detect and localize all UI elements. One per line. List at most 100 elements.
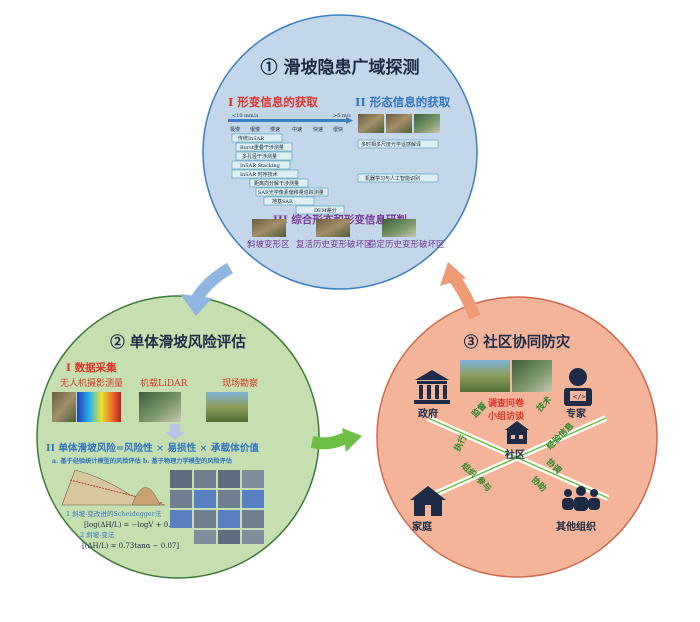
government-icon [414, 370, 450, 404]
method-label: 距离向分解干涉测量 [254, 180, 299, 187]
field-image [206, 392, 248, 422]
example-image [252, 219, 286, 237]
method-label: InSAR 时序技术 [240, 171, 278, 178]
optical-image [358, 114, 384, 133]
node-government: 政府 [418, 407, 438, 420]
source-label-lidar: 机载LiDAR [140, 377, 188, 389]
morph-method-label: 多时相多尺度光学遥感解译 [361, 141, 421, 148]
eq2-label: 2 斜坡-变法 [80, 530, 115, 539]
data-source-images [52, 392, 248, 422]
method-label: InSAR Stacking [240, 163, 281, 169]
expert-icon: </> [564, 368, 592, 406]
method-bar [235, 151, 293, 161]
uav-dem-image [77, 392, 121, 422]
risk-formula: II 单体滑坡风险=风险性 × 易损性 × 承载体价值 [46, 442, 259, 454]
node-family: 家庭 [412, 520, 433, 533]
survey-label-2: 小组访谈 [487, 410, 525, 422]
sim-tile [170, 470, 192, 488]
circle-detection-title: ① 滑坡隐患广域探测 [261, 57, 420, 78]
speed-bar [228, 119, 346, 122]
eq1-label: 1 斜坡-变改进的Scheidegger法 [66, 509, 162, 518]
survey-photo-image [512, 360, 552, 392]
data-collection-title: I 数据采集 [66, 361, 117, 374]
speed-label-5: 快速 [313, 126, 323, 133]
runout-profile: 1 斜坡-变改进的Scheidegger法 [log(ΔH/L) = −logV… [61, 469, 179, 550]
method-bars: 传统InSAR Burst重叠干涉测量 多孔径干涉测量 InSAR Stacki… [231, 133, 345, 215]
lidar-image [139, 392, 181, 422]
eq1: [log(ΔH/L) = −logV + 0.1] [84, 521, 178, 529]
link-expert-home-fg [425, 417, 607, 499]
method-label: 多孔径干涉测量 [242, 153, 277, 160]
morphology-images [358, 114, 440, 133]
morph-method-box [357, 173, 439, 183]
speed-scale: <10 mm/a >5 m/s 极慢 很慢 慢速 中速 快速 很快 [228, 113, 353, 133]
eq2: [(ΔH/L) = 0.73tanα − 0.07] [82, 542, 179, 550]
home-icon [410, 486, 446, 516]
speed-label-4: 中速 [292, 126, 302, 133]
organizations-icon [562, 486, 600, 511]
uav-image [52, 392, 76, 422]
method-bar [263, 196, 315, 206]
speed-label-1: 极慢 [230, 126, 240, 133]
arrow-community-to-detection [440, 262, 481, 320]
method-label: 地基SAR [272, 198, 293, 205]
speed-left-label: <10 mm/a [232, 113, 258, 119]
example-label-3: 稳定历史变形破坏区 [368, 239, 445, 250]
morph-method-label: 机器学习与人工智能识别 [365, 175, 420, 182]
sim-tile [218, 470, 240, 488]
source-label-field: 现场勘察 [222, 377, 258, 389]
deformation-title: I 形变信息的获取 [228, 95, 318, 109]
circle-risk-assessment: ② 单体滑坡风险评估 I 数据采集 无人机摄影测量 机载LiDAR 现场勘察 I… [36, 295, 320, 579]
method-label: Burst重叠干涉测量 [240, 144, 284, 151]
survey-map-image [460, 360, 510, 392]
sim-tile [218, 490, 240, 508]
risk-methods: a. 基于经验统计模型的风险评估 b. 基于物理力学模型的风险评估 [52, 457, 233, 465]
method-label: SAR光学像素偏移量追踪测量 [258, 189, 324, 196]
arrow-risk-to-community [310, 428, 362, 452]
circle-detection: ① 滑坡隐患广域探测 I 形变信息的获取 II 形态信息的获取 <10 mm/a… [202, 14, 478, 290]
sim-tile [242, 510, 264, 528]
sim-tile [194, 530, 216, 544]
example-label-1: 斜坡变形区 [247, 239, 290, 250]
down-arrow [165, 424, 185, 440]
sim-tile [242, 530, 264, 544]
sim-tile [194, 470, 216, 488]
example-image [382, 219, 416, 237]
morph-method-box [357, 139, 439, 149]
speed-arrow-head [346, 117, 353, 124]
speed-right-label: >5 m/s [333, 113, 351, 119]
method-bar [255, 187, 329, 197]
optical-image [386, 114, 412, 133]
morphology-title: II 形态信息的获取 [355, 95, 451, 109]
sim-tile [170, 490, 192, 508]
deposit-mound [131, 487, 161, 506]
survey-label-1: 调查问卷 [488, 397, 525, 409]
community-icon [505, 421, 529, 444]
node-other-orgs: 其他组织 [556, 520, 596, 533]
source-label-uav: 无人机摄影测量 [60, 377, 123, 389]
simulation-grid [170, 470, 264, 544]
sim-tile [170, 510, 192, 528]
speed-label-2: 很慢 [250, 126, 260, 133]
speed-label-6: 很快 [333, 126, 343, 133]
method-bar [231, 133, 283, 143]
sim-tile [242, 490, 264, 508]
link-gov-home-fg [427, 417, 609, 499]
circle-risk-title: ② 单体滑坡风险评估 [110, 333, 246, 351]
sim-tile [218, 510, 240, 528]
method-bar [295, 205, 345, 215]
sim-tile [194, 510, 216, 528]
node-expert: 专家 [566, 407, 587, 420]
sim-tile [242, 470, 264, 488]
method-bar [249, 178, 309, 188]
speed-label-3: 慢速 [270, 126, 280, 133]
sim-tile [218, 530, 240, 544]
arrow-detection-to-risk [180, 262, 234, 316]
method-bar [231, 160, 291, 170]
sim-tile [194, 490, 216, 508]
circle-community-title: ③ 社区协同防灾 [464, 333, 571, 351]
example-image [316, 219, 350, 237]
method-label: DEM差分 [314, 207, 337, 214]
community-label: 社区 [504, 448, 525, 461]
